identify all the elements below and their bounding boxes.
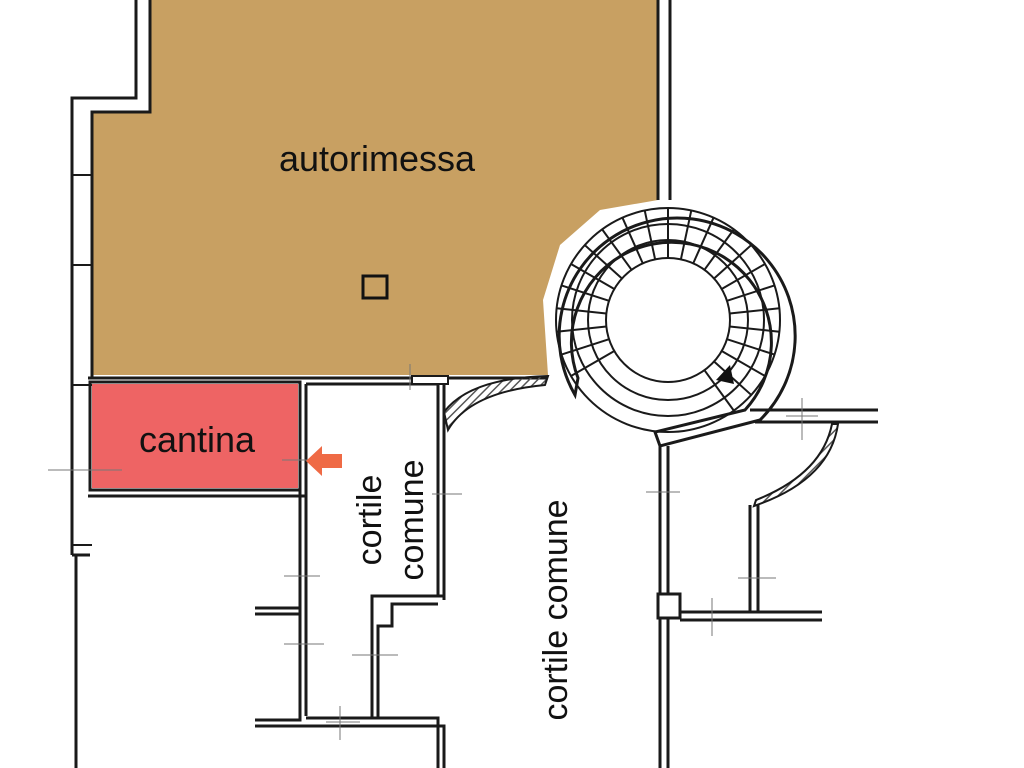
stair-tread (561, 338, 610, 356)
right-walls (656, 408, 878, 768)
main-courtyard-label: cortile comune (537, 499, 575, 720)
stair-tread (556, 307, 607, 315)
cellar-room (92, 384, 298, 488)
stair-tread (621, 217, 644, 264)
reference-marks (48, 364, 818, 740)
curved-wall-left (442, 374, 550, 433)
cellar-label: cantina (139, 419, 256, 460)
column-square (361, 274, 389, 300)
stair-tread (726, 284, 775, 302)
stair-tread (643, 210, 657, 260)
stair-tread (721, 350, 766, 377)
garage-room (92, 0, 658, 375)
stair-tread (729, 307, 780, 315)
stair-tread (601, 228, 633, 271)
stair-tread (713, 244, 752, 280)
stair-tread (570, 263, 615, 290)
stair-tread (703, 228, 735, 271)
stair-tread (570, 350, 615, 377)
stair-tread (726, 338, 775, 356)
garage-walls (70, 0, 672, 555)
cellar-entrance-arrow (306, 446, 342, 476)
stair-tread (561, 284, 610, 302)
spiral-staircase (555, 207, 797, 448)
stair-tread (729, 325, 780, 333)
stair-direction-arrow (716, 365, 734, 384)
stair-tread (692, 217, 715, 264)
stair-tread (679, 210, 693, 260)
narrow-courtyard-label-line1: cortile (351, 475, 389, 566)
corridor-walls (72, 380, 446, 768)
stair-tread (721, 263, 766, 290)
stair-tread (703, 369, 735, 412)
curved-wall-right (752, 423, 840, 508)
narrow-courtyard-label-line2: comune (393, 460, 431, 581)
stair-tread (584, 244, 623, 280)
stair-tread (556, 325, 607, 333)
garage-label: autorimessa (279, 138, 476, 179)
wall-block (411, 375, 449, 385)
